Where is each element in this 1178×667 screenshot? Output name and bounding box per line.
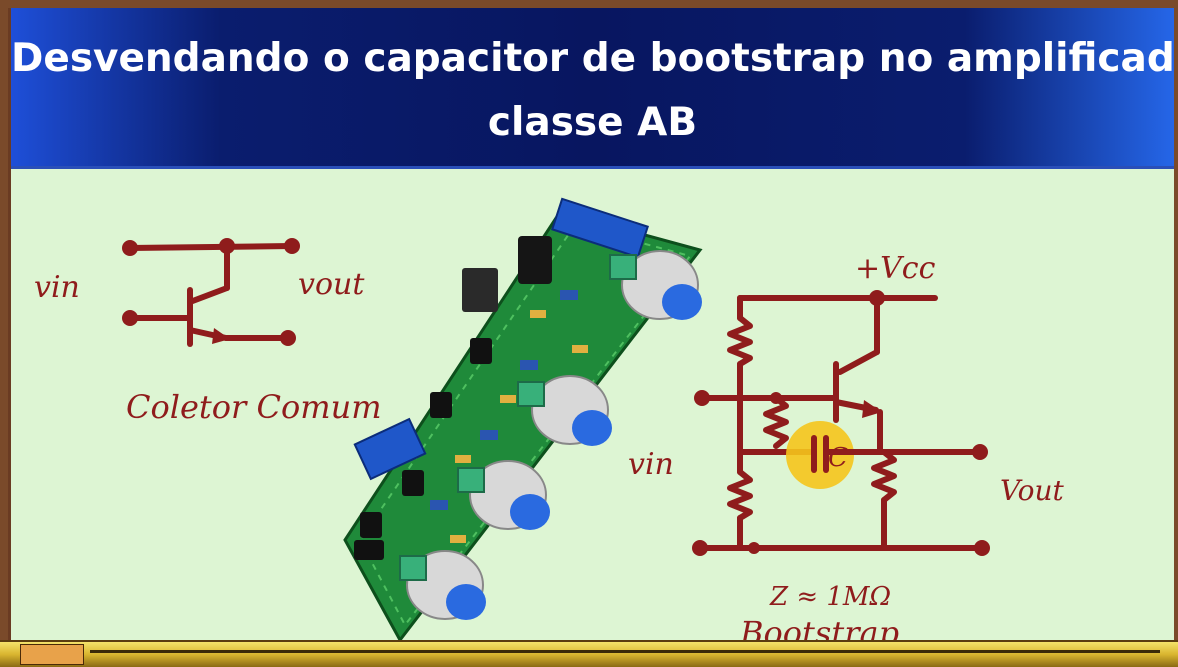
slide-frame: Desvendando o capacitor de bootstrap no … <box>8 8 1174 660</box>
slide-title-line-1: Desvendando o capacitor de bootstrap no … <box>11 36 1174 81</box>
left-output-label: vout <box>298 267 365 302</box>
knob-icon <box>531 375 612 446</box>
input-top-terminal <box>122 240 138 256</box>
common-collector-circuit: vin vout Coletor Comum <box>34 238 382 426</box>
output-bottom-terminal <box>280 330 296 346</box>
input-terminal <box>694 390 710 406</box>
supply-label: +Vcc <box>855 251 936 286</box>
output-top-terminal <box>284 238 300 254</box>
impedance-label: Z ≈ 1MΩ <box>769 582 891 612</box>
knob-icon <box>621 250 702 320</box>
left-input-label: vin <box>34 270 80 305</box>
ground-left-terminal <box>692 540 708 556</box>
right-output-label: Vout <box>1000 474 1065 507</box>
resistor-icon <box>871 449 897 503</box>
knob-icon <box>469 460 550 530</box>
slide-title-line-2: classe AB <box>487 100 698 145</box>
ground-right-terminal <box>974 540 990 556</box>
title-bar: Desvendando o capacitor de bootstrap no … <box>11 8 1174 169</box>
top-wire <box>127 243 295 251</box>
right-input-label: vin <box>628 447 674 482</box>
resistor-icon <box>763 395 789 449</box>
resistor-icon <box>727 469 753 521</box>
input-bottom-terminal <box>122 310 138 326</box>
capacitor-label: C <box>828 443 848 473</box>
bottom-toolbar <box>0 640 1178 667</box>
resistor-icon <box>727 315 753 367</box>
toolbar-tab[interactable] <box>20 644 84 665</box>
capacitor-highlight <box>786 421 854 489</box>
pcb-board-image <box>343 197 703 643</box>
toolbar-track <box>90 650 1160 653</box>
npn-transistor-icon <box>187 285 230 347</box>
left-caption: Coletor Comum <box>126 388 382 426</box>
bootstrap-circuit: +Vcc C <box>628 251 1065 652</box>
output-terminal <box>972 444 988 460</box>
